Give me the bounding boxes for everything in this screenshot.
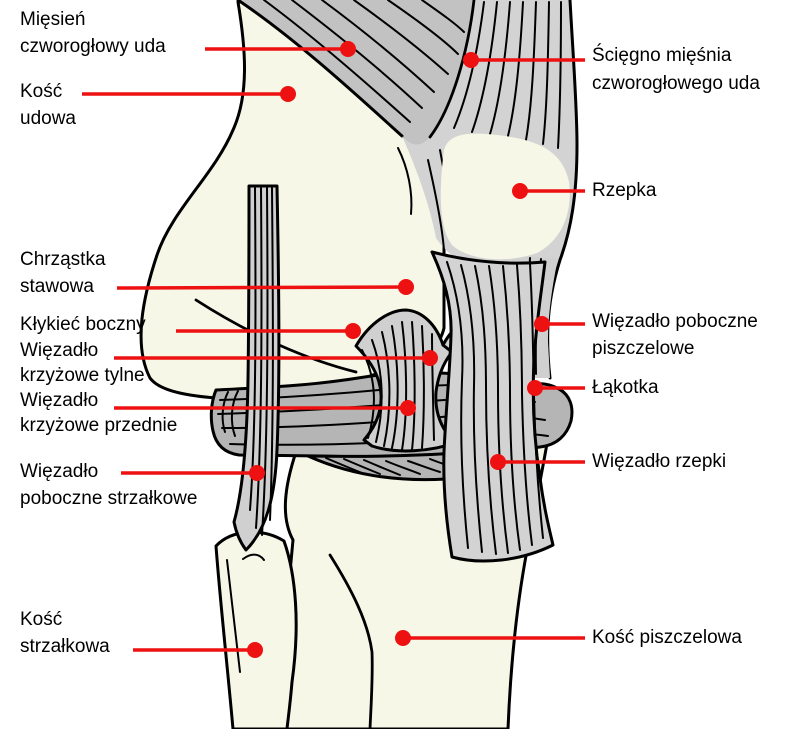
patella-shape (440, 133, 570, 260)
quadriceps-muscle-shape (236, 0, 474, 145)
label-femur: Kość udowa (20, 81, 76, 129)
dot-femur (280, 86, 296, 102)
label-acl: Więzadło krzyżowe przednie (20, 390, 178, 436)
dot-pcl (422, 350, 438, 366)
leader-lines (82, 41, 585, 658)
label-pcl: Więzadło krzyżowe tylne (20, 340, 145, 386)
label-patella: Rzepka (592, 180, 657, 201)
label-quadriceps-muscle: Mięsień czworogłowy uda (20, 9, 166, 57)
leader-articular-cartilage (116, 285, 407, 290)
dot-quadriceps-muscle (340, 41, 356, 57)
dot-tibia (395, 630, 411, 646)
label-articular-cartilage: Chrząstka stawowa (20, 249, 106, 297)
dot-meniscus (527, 380, 543, 396)
label-quadriceps-tendon: Ścięgno mięśnia czworogłowego uda (592, 45, 760, 94)
dot-patella (512, 183, 528, 199)
dot-articular-cartilage (398, 279, 414, 295)
patellar-ligament-shape (430, 250, 555, 563)
dot-lateral-condyle (345, 323, 361, 339)
fibula-bone-shape (214, 530, 298, 729)
dot-tibial-collateral (534, 316, 550, 332)
dot-acl (400, 400, 416, 416)
label-fibula: Kość strzałkowa (20, 609, 110, 657)
label-patellar-ligament: Więzadło rzepki (592, 451, 727, 472)
label-lateral-condyle: Kłykieć boczny (20, 314, 146, 335)
label-tibial-collateral-ligament: Więzadło poboczne piszczelowe (592, 311, 758, 359)
label-fibular-collateral-ligament: Więzadło poboczne strzałkowe (20, 461, 198, 509)
dot-quadriceps-tendon (463, 52, 479, 68)
tibial-crest-line (328, 553, 374, 729)
dot-fibula (247, 642, 263, 658)
dot-fibular-collateral (249, 465, 265, 481)
label-tibia: Kość piszczelowa (592, 627, 742, 648)
label-meniscus: Łąkotka (592, 377, 659, 398)
dot-patellar-ligament (490, 454, 506, 470)
